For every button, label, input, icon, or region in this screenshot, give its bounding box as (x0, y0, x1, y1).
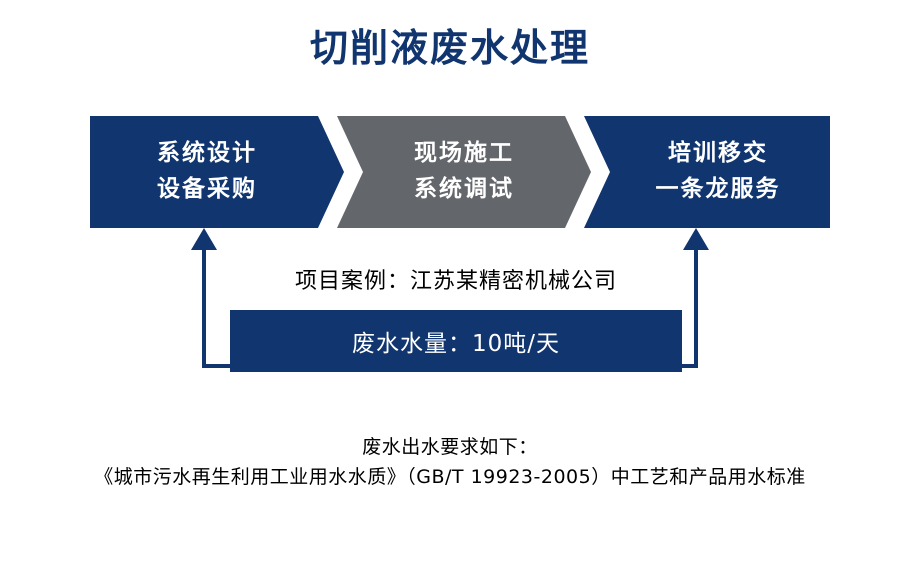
arrow-volume-to-design (191, 228, 230, 368)
process-step-3-line-2: 一条龙服务 (655, 176, 781, 202)
wastewater-volume-bar: 废水水量：10吨/天 (230, 310, 682, 372)
process-step-2-line-2: 系统调试 (414, 176, 514, 202)
project-case-caption: 项目案例：江苏某精密机械公司 (294, 269, 617, 294)
process-step-2-line-1: 现场施工 (414, 140, 514, 167)
arrow-volume-to-training (682, 228, 709, 368)
process-step-3-line-1: 培训移交 (668, 140, 768, 167)
effluent-requirements: 废水出水要求如下： 《城市污水再生利用工业用水水质》（GB/T 19923-20… (0, 432, 900, 493)
process-step-1-line-2: 设备采购 (157, 176, 257, 202)
wastewater-volume-label: 废水水量：10吨/天 (351, 331, 560, 357)
process-flow: 系统设计 设备采购 现场施工 系统调试 培训移交 一条龙服务 (90, 116, 830, 228)
page-title: 切削液废水处理 (309, 26, 590, 70)
process-step-construction-commissioning[interactable]: 现场施工 系统调试 (337, 116, 591, 228)
effluent-requirements-heading: 废水出水要求如下： (362, 436, 538, 458)
effluent-standard-reference: 《城市污水再生利用工业用水水质》（GB/T 19923-2005）中工艺和产品用… (94, 466, 806, 489)
process-step-design-procurement[interactable]: 系统设计 设备采购 (90, 116, 344, 228)
process-step-1-line-1: 系统设计 (157, 140, 257, 167)
process-step-training-handover[interactable]: 培训移交 一条龙服务 (584, 116, 830, 228)
